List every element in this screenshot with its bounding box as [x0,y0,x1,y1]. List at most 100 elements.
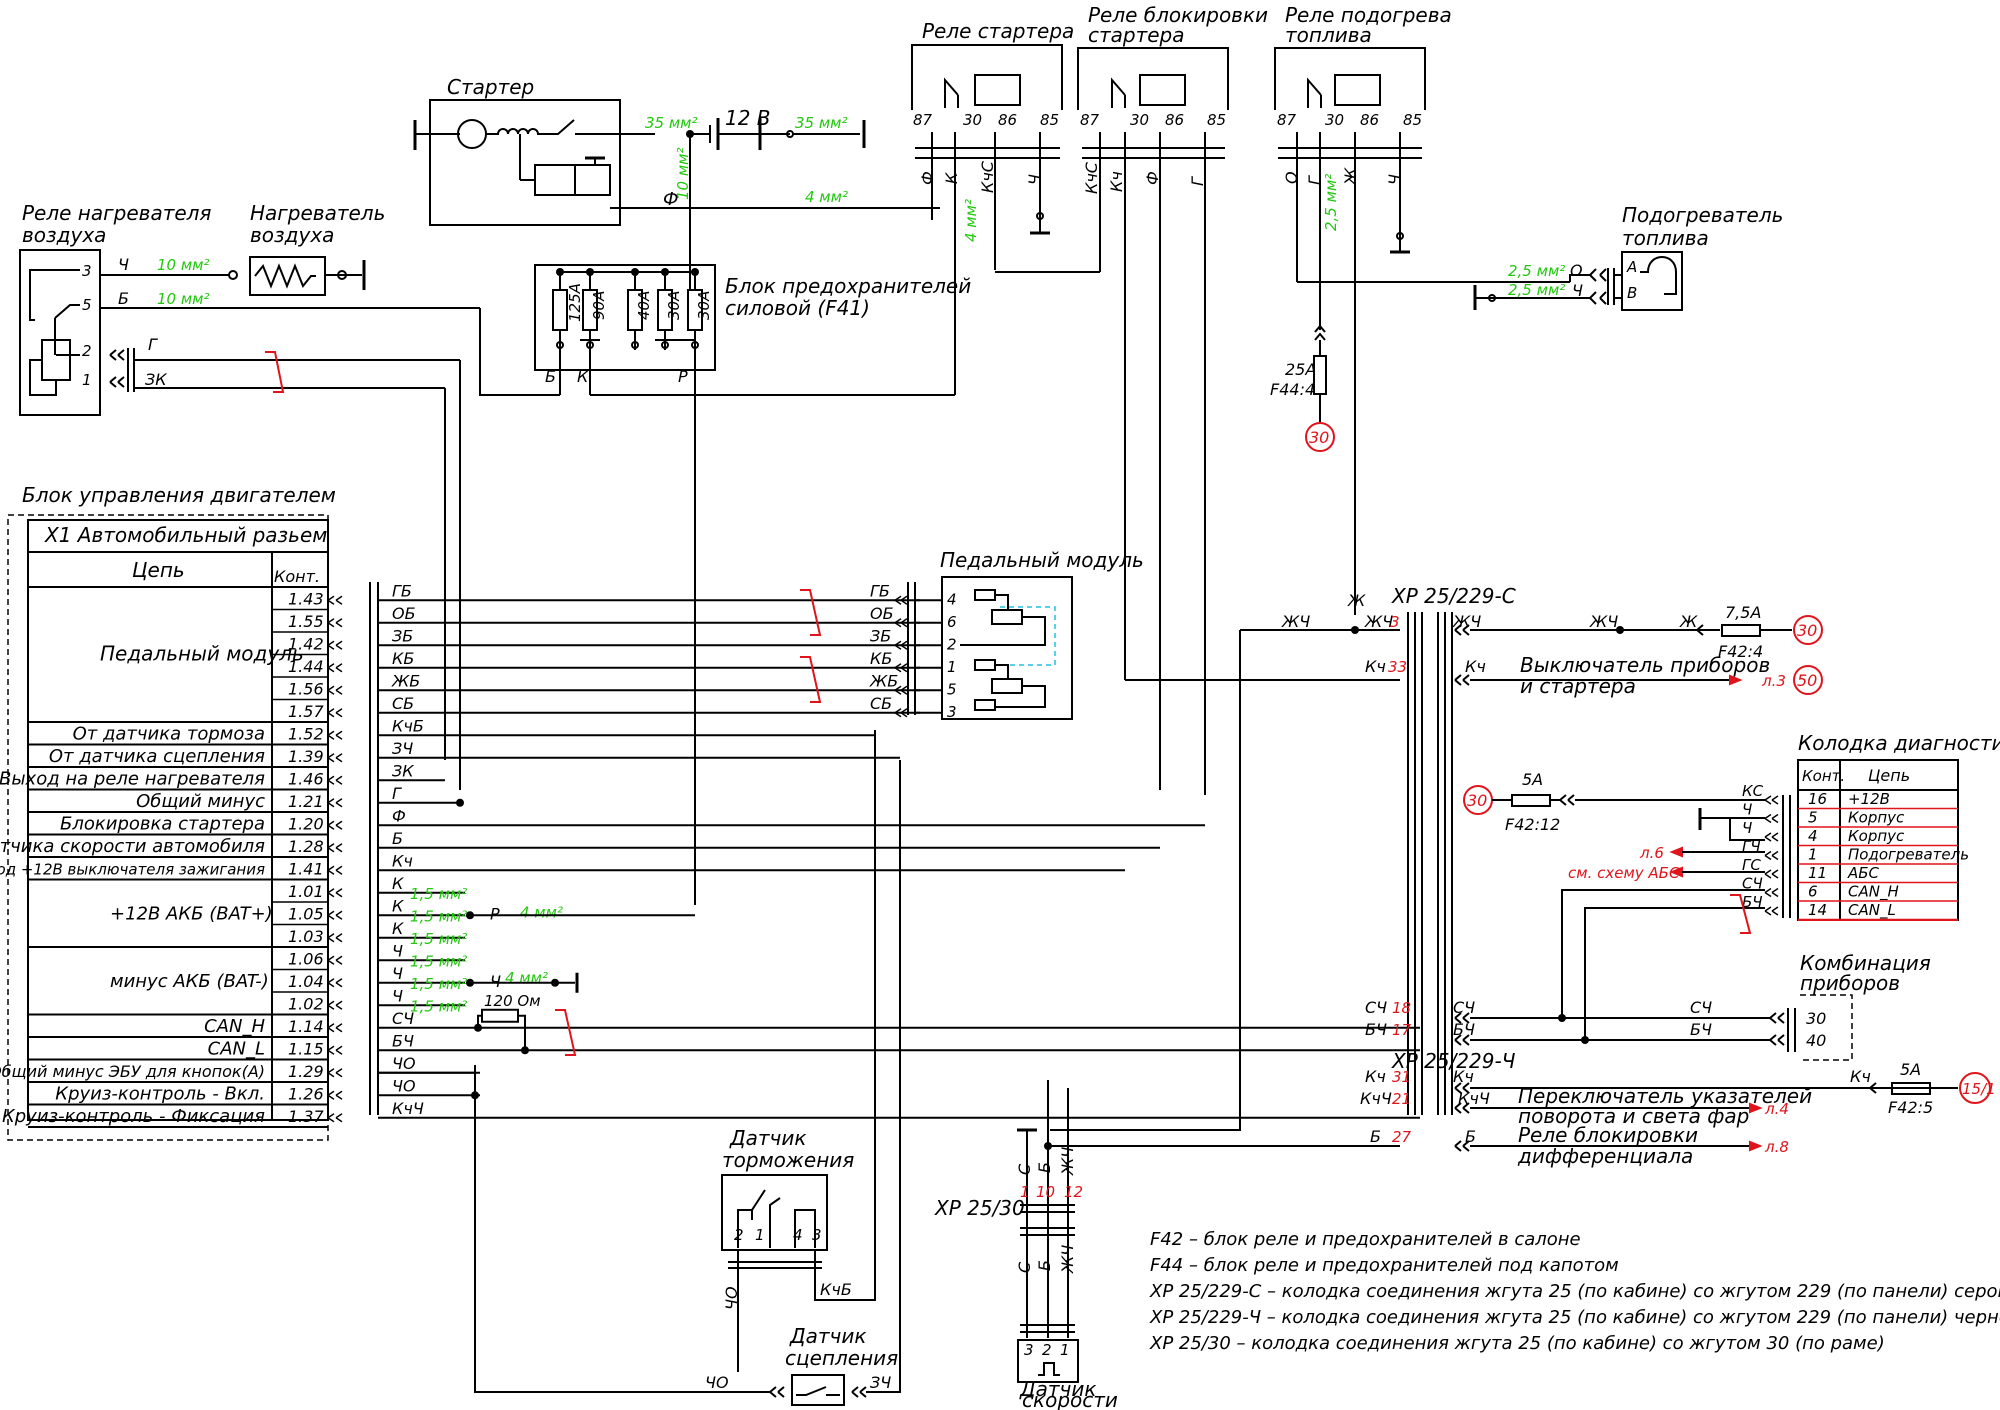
ecu-circuit-5: Блокировка стартера [60,813,265,834]
battery-voltage: 12 В [725,106,771,130]
xp-c-row-4-right: БЧ [1453,1020,1475,1039]
ecu-wire-23: КчЧ [392,1099,424,1118]
fuse-block-title-2: силовой (F41) [725,296,870,320]
ecu-circuit-3: Выход на реле нагревателя [0,768,265,789]
fuse-block-wire-k: К [577,367,589,386]
pedal-pin-2: 2 [947,635,957,653]
wire-zhch-right: ЖЧ [1589,612,1618,631]
ecu-pin-1-29: 1.29 [288,1062,324,1081]
starter-wire-4: 4 мм² [805,188,848,206]
relay-starter: Реле стартера 87 30 86 85 Ф К КчС Ч [911,19,1074,340]
ecu-wire-19: СЧ [392,1009,414,1028]
note-xp-c: ХР 25/229-С – колодка соединения жгута 2… [1149,1281,2000,1302]
ecu-wire-10: Ф [392,806,406,825]
ignition-switch-label-2: и стартера [1520,674,1636,698]
starter-title: Стартер [447,75,534,99]
ecu-wire-21: ЧО [392,1054,416,1073]
speed-pin-3: 3 [1024,1341,1034,1359]
pedal-wire-2: ЗБ [870,626,891,645]
ref-abs-scheme: см. схему АБС [1568,864,1680,882]
fuse-125a-label: 125А [566,283,584,322]
diag-col-pin: Конт. [1802,767,1845,785]
ecu-ch-label: Ч [490,972,501,991]
fuse-90a-label: 90А [590,291,608,320]
relay-fuel-wire-g: Г [1305,175,1324,185]
xp-c-row-2-right: Кч [1465,657,1486,676]
ecu-wire-section-14: 1,5 мм² [410,907,467,925]
relay-block: Реле блокировки стартера 87 30 86 85 КчС… [995,3,1268,795]
xp-ch-row-1-num: 31 [1392,1068,1411,1086]
fuse-f42-4-id: F42:4 [1718,642,1763,661]
diag-pin-6: 6 [1808,883,1818,901]
fuse-block-f41: Блок предохранителей силовой (F41) 125А … [490,199,980,905]
relay-starter-pin-87: 87 [913,111,933,129]
ecu-wire-18: Ч [392,986,403,1005]
ecu-pin-1-06: 1.06 [288,950,324,969]
xp-c-title: ХР 25/229-С [1391,584,1516,608]
brake-wire-kchb: КчБ [820,1280,852,1299]
note-xp30: ХР 25/30 – колодка соединения жгута 25 (… [1149,1333,1885,1354]
fuel-heater-title: Подогреватель [1622,203,1783,227]
ecu-circuit-1: От датчика тормоза [73,723,265,744]
relay-air-wire-ch: Ч [118,255,129,274]
fuse-f42-5-rating: 5А [1900,1060,1921,1079]
ecu-pin-1-42: 1.42 [288,635,324,654]
fuse-f44-4-id: F44:4 [1270,380,1315,399]
starter-wire-35b: 35 мм² [795,114,848,132]
pedal-pin-3: 1 [947,658,957,676]
fuse-30a-1-label: 30А [665,291,683,320]
ecu-p-label: Р [490,904,500,923]
speed-sensor-title-a: Датчик [1019,1377,1096,1401]
harness-lines [555,207,940,1056]
xp-c-row-2-num: 33 [1388,658,1407,676]
relay-starter-pin-85: 85 [1040,111,1059,129]
relay-fuel-heater: Реле подогрева топлива 87 30 86 85 О Г 2… [1270,3,1570,615]
note-xp-ch: ХР 25/229-Ч – колодка соединения жгута 2… [1149,1307,2000,1328]
fuse-40a: 40А [627,268,653,350]
relay-block-pin-30: 30 [1130,111,1149,129]
relay-air-wire-zk: ЗК [145,370,167,389]
starter-phi: Ф [663,189,679,210]
relay-block-wire-g: Г [1188,176,1207,186]
diag-pin-5: 5 [1808,809,1818,827]
speed-sensor-title-b: скорости [1022,1388,1118,1410]
diag-circuit-0: +12В [1848,790,1890,808]
pedal-pin-1: 6 [947,613,957,631]
ecu-pin-1-43: 1.43 [288,590,324,609]
ref-sheet-8: л.8 [1764,1138,1789,1156]
legend-notes: F42 – блок реле и предохранителей в сало… [1149,1229,2000,1354]
brake-pin-1: 1 [755,1226,765,1244]
ref-circle-15-1-label: 15/1 [1962,1080,1996,1098]
ecu-pin-1-21: 1.21 [288,792,324,811]
relay-block-title: Реле блокировки [1088,3,1268,27]
pedal-wire-3: КБ [870,649,892,668]
diag-pin-14: 14 [1808,901,1827,919]
ecu-wire-section-17: 1,5 мм² [410,975,467,993]
pedal-pin-0: 4 [947,590,957,608]
diag-wire-0: КС [1742,782,1764,800]
fuel-heater-wire-o-section: 2,5 мм² [1508,262,1565,280]
ecu-pin-1-46: 1.46 [288,770,324,789]
ecu-circuit-4: Общий минус [136,791,265,812]
ref-circle-30-fuel [1305,422,1335,452]
xp-c-wire-zh: Ж [1347,591,1366,610]
diff-lock-label-2: дифференциала [1517,1144,1693,1168]
air-heater: Нагреватель воздуха [228,201,385,296]
clutch-sensor-title: Датчик [789,1324,866,1348]
speed-pin-1: 1 [1060,1341,1070,1359]
pedal-wire-1: ОБ [870,604,894,623]
xp30-wire-zhch-top: ЖЧ [1058,1147,1077,1176]
fuse-40a-label: 40А [635,291,653,320]
pulse-icon [1038,1362,1060,1376]
xp-ch-row-3-right: Б [1465,1127,1476,1146]
xp-ch-row-3-num: 27 [1392,1128,1412,1146]
turn-switch-label-2: поворота и света фар [1518,1104,1749,1128]
connector-xp-25-229-ch: ХР 25/229-Ч Кч 31 Кч КчЧ 21 КчЧ Б 27 Б [1360,1049,1958,1152]
relay-fuel-wire-section: 2,5 мм² [1322,174,1340,231]
fuse-block-wire-b: Б [545,367,556,386]
xp-ch-row-2-right: КчЧ [1458,1089,1490,1108]
relay-block-title-2: стартера [1088,23,1185,47]
relay-air-pin-1: 1 [82,371,92,389]
